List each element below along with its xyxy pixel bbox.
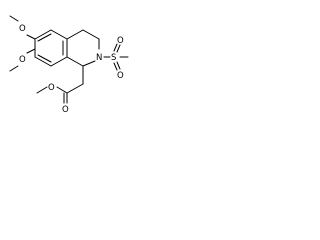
bond-ch2-carbonyl xyxy=(66,83,84,94)
atom-o-methoxy-bottom: O xyxy=(19,55,26,65)
bond-s-o-lower-2 xyxy=(113,62,118,71)
atom-o-sulfonyl-lower: O xyxy=(117,71,124,81)
bond-arom-1 xyxy=(34,29,52,40)
bond-ring-c3 xyxy=(82,29,100,40)
bond-arom-5-inner xyxy=(37,54,52,63)
bond-o-top-ring xyxy=(26,34,36,40)
bond-arom-5 xyxy=(34,56,52,67)
bond-ring-c1-arom xyxy=(66,56,84,67)
bond-methyl-bottom-o xyxy=(9,65,19,72)
bond-s-o-lower xyxy=(116,61,121,70)
bond-ester-o-methyl xyxy=(36,86,48,94)
bond-s-o-upper xyxy=(116,44,121,53)
bond-carbonyl-ester-o xyxy=(56,86,68,94)
bond-arom-2 xyxy=(50,29,68,40)
atom-n-ring: N xyxy=(96,53,102,63)
atom-o-methoxy-top: O xyxy=(19,24,26,34)
atom-o-carbonyl: O xyxy=(62,105,69,115)
bond-ring-n-c1 xyxy=(82,60,96,67)
atom-o-ester: O xyxy=(48,83,55,93)
chemical-structure: O O N S O O O O xyxy=(9,15,129,115)
atom-o-sulfonyl-upper: O xyxy=(117,36,124,46)
atom-labels: O O N S O O O O xyxy=(19,24,124,115)
bond-s-o-upper-2 xyxy=(113,43,118,52)
bond-o-bottom-ring xyxy=(26,48,36,54)
bond-arom-4 xyxy=(50,56,68,67)
bond-methyl-top-o xyxy=(9,15,19,22)
bond-arom-1-inner xyxy=(37,33,52,42)
bonds xyxy=(9,15,129,104)
bond-ring-c4 xyxy=(66,29,84,40)
atom-s-sulfonyl: S xyxy=(111,53,116,63)
